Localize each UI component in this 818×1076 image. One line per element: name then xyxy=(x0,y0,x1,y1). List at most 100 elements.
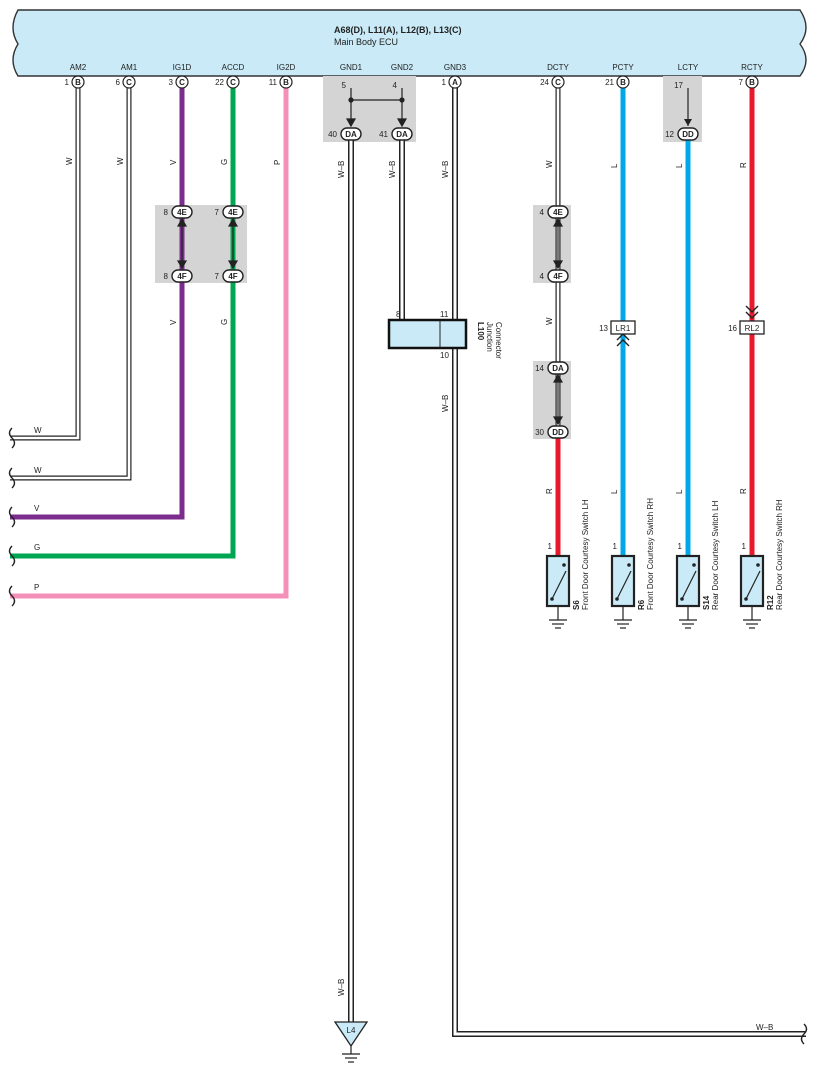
connector-joins xyxy=(176,217,564,426)
svg-text:Rear Door Courtesy Switch LH: Rear Door Courtesy Switch LH xyxy=(711,500,720,610)
svg-text:A: A xyxy=(452,78,458,87)
svg-text:24: 24 xyxy=(540,78,549,87)
ecu-name-label: Main Body ECU xyxy=(334,37,398,47)
svg-text:4F: 4F xyxy=(553,272,562,281)
label-accd-top: G xyxy=(220,159,229,165)
svg-text:30: 30 xyxy=(535,428,544,437)
svg-text:B: B xyxy=(749,78,755,87)
label-gnd3: W–B xyxy=(441,161,450,178)
svg-text:B: B xyxy=(75,78,81,87)
svg-text:4E: 4E xyxy=(177,208,187,217)
wire-gnd3 xyxy=(452,88,806,1037)
svg-text:21: 21 xyxy=(605,78,614,87)
svg-text:C: C xyxy=(179,78,185,87)
pin-signal-gnd1: GND1 xyxy=(340,63,363,72)
connector-rl2: 16 RL2 xyxy=(728,320,765,335)
svg-text:11: 11 xyxy=(440,310,449,319)
svg-text:7: 7 xyxy=(215,208,220,217)
ecu-pin-gnd3: 1 A xyxy=(442,75,462,89)
wire-lcty xyxy=(684,88,692,556)
ecu-pin-labels: AM2 AM1 IG1D ACCD IG2D GND1 GND2 GND3 DC… xyxy=(70,63,764,72)
exit-label-accd: G xyxy=(34,543,40,552)
junction-name-line2: Connector xyxy=(494,322,503,359)
pin-signal-gnd3: GND3 xyxy=(444,63,467,72)
label-gnd2: W–B xyxy=(388,161,397,178)
ecu-pin-ig2d: 11 B xyxy=(269,75,293,89)
svg-text:Front Door Courtesy Switch RH: Front Door Courtesy Switch RH xyxy=(646,498,655,610)
svg-text:3: 3 xyxy=(169,78,174,87)
connector-dd-lcty: 12 DD xyxy=(665,127,699,141)
label-lcty-low: L xyxy=(675,489,684,494)
ecu-pin-accd: 22 C xyxy=(215,75,240,89)
svg-text:C: C xyxy=(555,78,561,87)
svg-text:1: 1 xyxy=(65,78,70,87)
label-ig1d-top: V xyxy=(169,159,178,165)
svg-text:DA: DA xyxy=(396,130,408,139)
connector-lr1: 13 LR1 xyxy=(599,320,636,335)
ecu-pin-gnd1: 5 xyxy=(342,81,347,90)
ground-point-l4: L4 xyxy=(333,1021,369,1063)
svg-text:DD: DD xyxy=(682,130,694,139)
svg-text:B: B xyxy=(283,78,289,87)
left-break-marks xyxy=(8,427,16,607)
shaded-zones xyxy=(155,76,702,439)
exit-label-am1: W xyxy=(34,466,42,475)
inline-connectors: 8 4E 7 4E 8 4F 7 4F 40 DA 41 DA xyxy=(164,127,699,439)
svg-text:S6: S6 xyxy=(572,600,581,610)
connector-4f-ig1d: 8 4F xyxy=(164,269,193,283)
wire-am2 xyxy=(10,88,81,441)
svg-text:R12: R12 xyxy=(766,595,775,610)
gnd-bridge xyxy=(345,88,408,128)
connector-4e-ig1d: 8 4E xyxy=(164,205,193,219)
wire-ig1d xyxy=(10,88,185,520)
wire-color-labels: W W V G P V G W–B W–B W–B W–B W W R L L … xyxy=(65,157,773,1032)
label-am2: W xyxy=(65,157,74,165)
connector-4e-dcty: 4 4E xyxy=(540,205,569,219)
svg-text:4E: 4E xyxy=(228,208,238,217)
svg-text:4: 4 xyxy=(540,272,545,281)
svg-text:B: B xyxy=(620,78,626,87)
label-ig2d: P xyxy=(273,160,282,165)
svg-text:DA: DA xyxy=(345,130,357,139)
exit-label-ig1d: V xyxy=(34,504,40,513)
label-accd-mid: G xyxy=(220,319,229,325)
connector-da-gnd2: 41 DA xyxy=(379,127,413,141)
junction-name-line1: Junction xyxy=(485,322,494,352)
svg-text:14: 14 xyxy=(535,364,544,373)
svg-text:6: 6 xyxy=(116,78,121,87)
svg-text:10: 10 xyxy=(440,351,449,360)
label-lcty-top: L xyxy=(675,163,684,168)
ecu-pin-ig1d: 3 C xyxy=(169,75,189,89)
connector-4e-accd: 7 4E xyxy=(215,205,244,219)
switch-r6: 1 R6 Front Door Courtesy Switch RH xyxy=(610,498,655,629)
left-exit-labels: W W V G P xyxy=(34,426,42,592)
svg-text:7: 7 xyxy=(739,78,744,87)
label-l4-wire: W–B xyxy=(337,979,346,996)
svg-text:LR1: LR1 xyxy=(616,324,631,333)
connector-dd-dcty: 30 DD xyxy=(535,425,569,439)
svg-text:4F: 4F xyxy=(228,272,237,281)
svg-text:4E: 4E xyxy=(553,208,563,217)
svg-text:8: 8 xyxy=(164,272,169,281)
ecu-pin-dcty: 24 C xyxy=(540,75,565,89)
ecu-pin-rcty: 7 B xyxy=(739,75,759,89)
svg-text:8: 8 xyxy=(164,208,169,217)
svg-text:1: 1 xyxy=(613,542,618,551)
pin-signal-ig1d: IG1D xyxy=(173,63,192,72)
svg-text:Front Door Courtesy Switch LH: Front Door Courtesy Switch LH xyxy=(581,499,590,610)
switch-r12: 1 R12 Rear Door Courtesy Switch RH xyxy=(739,499,784,629)
label-pcty-top: L xyxy=(610,163,619,168)
pin-signal-ig2d: IG2D xyxy=(277,63,296,72)
connector-da-dcty: 14 DA xyxy=(535,361,569,375)
label-gnd3-low: W–B xyxy=(441,395,450,412)
switch-s14: 1 S14 Rear Door Courtesy Switch LH xyxy=(675,500,720,629)
exit-label-ig2d: P xyxy=(34,583,39,592)
label-gnd1: W–B xyxy=(337,161,346,178)
pin-signal-pcty: PCTY xyxy=(612,63,634,72)
svg-text:1: 1 xyxy=(442,78,447,87)
pin-signal-am2: AM2 xyxy=(70,63,87,72)
label-pcty-low: L xyxy=(610,489,619,494)
label-rcty-top: R xyxy=(739,162,748,168)
label-dcty-low: R xyxy=(545,488,554,494)
svg-text:40: 40 xyxy=(328,130,337,139)
